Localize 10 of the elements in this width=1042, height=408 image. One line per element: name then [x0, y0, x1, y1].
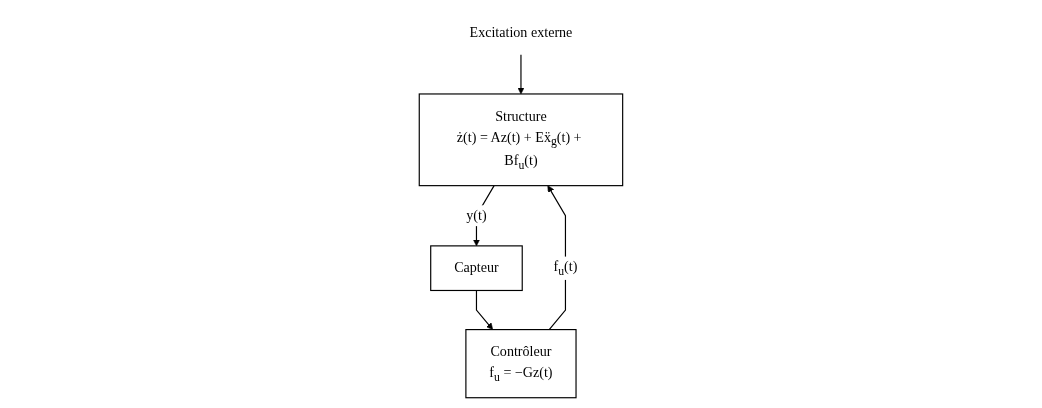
node-text: Excitation externe: [469, 24, 573, 40]
arrow: [547, 185, 567, 331]
arrow: [473, 185, 495, 247]
node-box: Capteur: [430, 245, 523, 292]
arrow: [517, 54, 525, 95]
edge-label: f$_{u}$(t): [553, 258, 578, 278]
node-box: Contrôleur f$_{u}$ = −Gz(t): [465, 329, 577, 399]
edge-label: y(t): [466, 207, 487, 224]
arrow: [475, 289, 494, 330]
node-box: Structure ż(t) = Az(t) + Eẍ$_{g}$(t) + Bf$_{u}$(t): [418, 93, 624, 187]
